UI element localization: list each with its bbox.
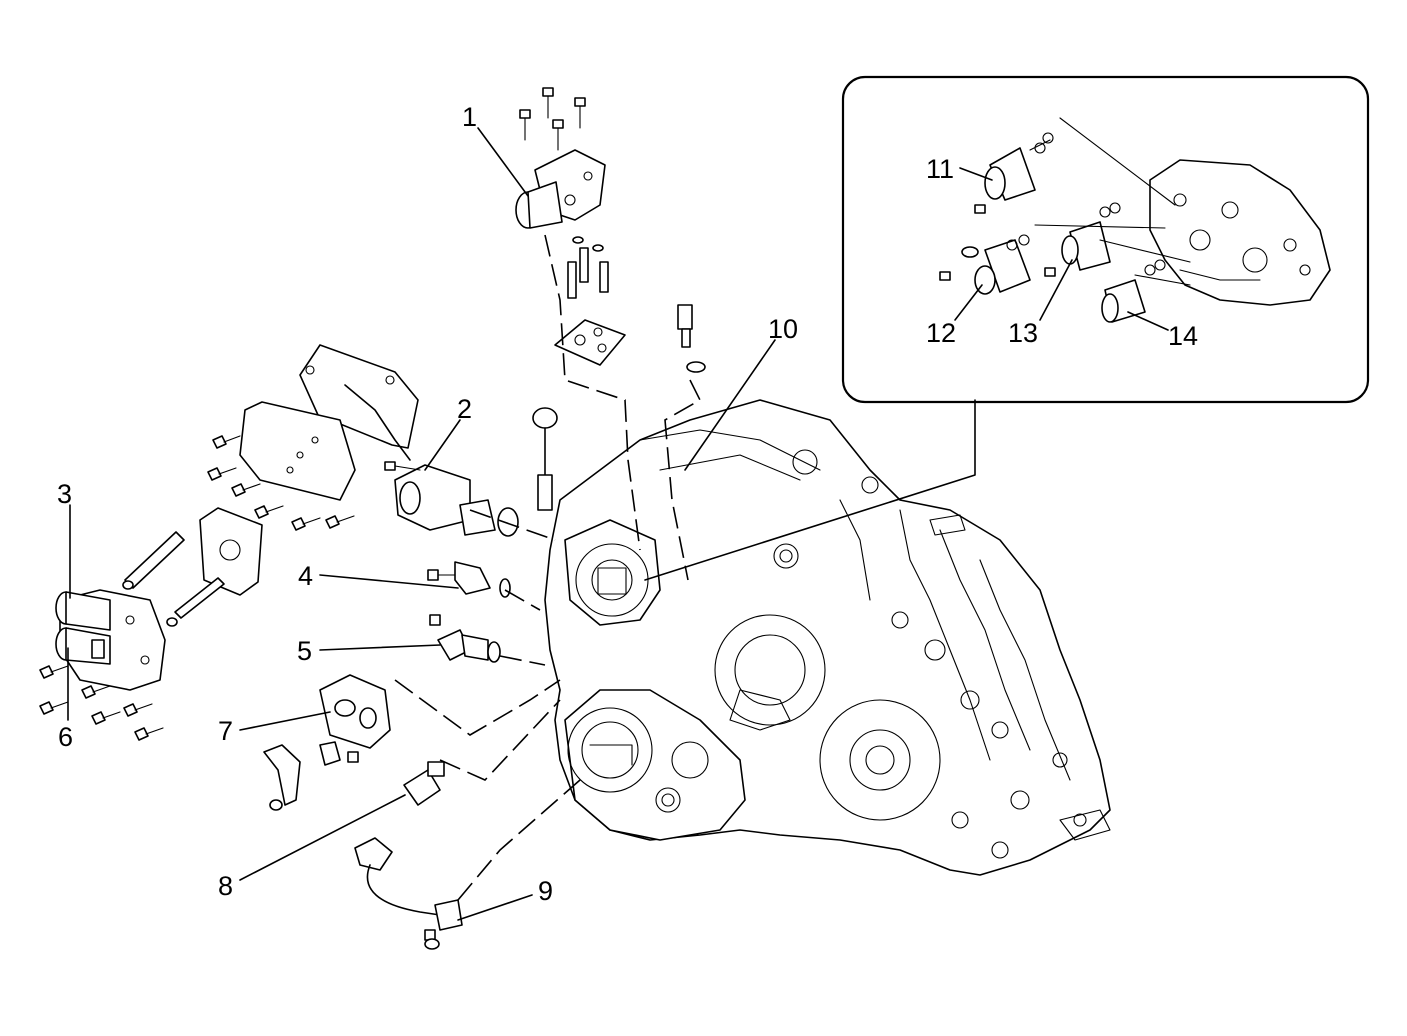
part-3-6-solenoid-block (39, 531, 225, 741)
assembly-dashed-lines (344, 234, 702, 901)
pin-rod (122, 531, 225, 627)
callout-8: 8 (218, 871, 233, 901)
callout-12: 12 (926, 318, 956, 348)
bolt-group-left (207, 435, 355, 531)
callout-5: 5 (297, 636, 312, 666)
callout-labels: 1 2 3 4 5 6 7 8 9 10 11 12 13 14 (57, 102, 1198, 906)
callout-4: 4 (298, 561, 313, 591)
gasket-1 (554, 319, 626, 366)
bolt-group-bottom-left (39, 665, 164, 741)
callout-13: 13 (1008, 318, 1038, 348)
bolt-group-top (519, 87, 586, 151)
callout-14: 14 (1168, 321, 1198, 351)
inset-detail-box (841, 75, 1370, 404)
pressure-switch (677, 304, 706, 373)
transmission-case (544, 399, 1111, 876)
part-8-speed-sensor (403, 761, 445, 806)
inset-pointer-line (644, 399, 976, 581)
callout-7: 7 (218, 716, 233, 746)
part-1-solenoid-valve (515, 87, 626, 366)
callout-2: 2 (457, 394, 472, 424)
part-5-sensor (429, 614, 501, 663)
dipstick-tube (532, 407, 558, 511)
part-2-cover-assembly (199, 344, 519, 596)
callout-6: 6 (58, 722, 73, 752)
callout-10: 10 (768, 314, 798, 344)
callout-9: 9 (538, 876, 553, 906)
callout-1: 1 (462, 102, 477, 132)
part-9-harness-sensor (354, 837, 463, 950)
callout-leaders (67, 127, 1169, 921)
part-7-actuator (263, 674, 391, 811)
callout-3: 3 (57, 479, 72, 509)
part-4-sensor (427, 561, 511, 598)
dowel-tubes (567, 236, 609, 299)
callout-11: 11 (926, 154, 954, 184)
